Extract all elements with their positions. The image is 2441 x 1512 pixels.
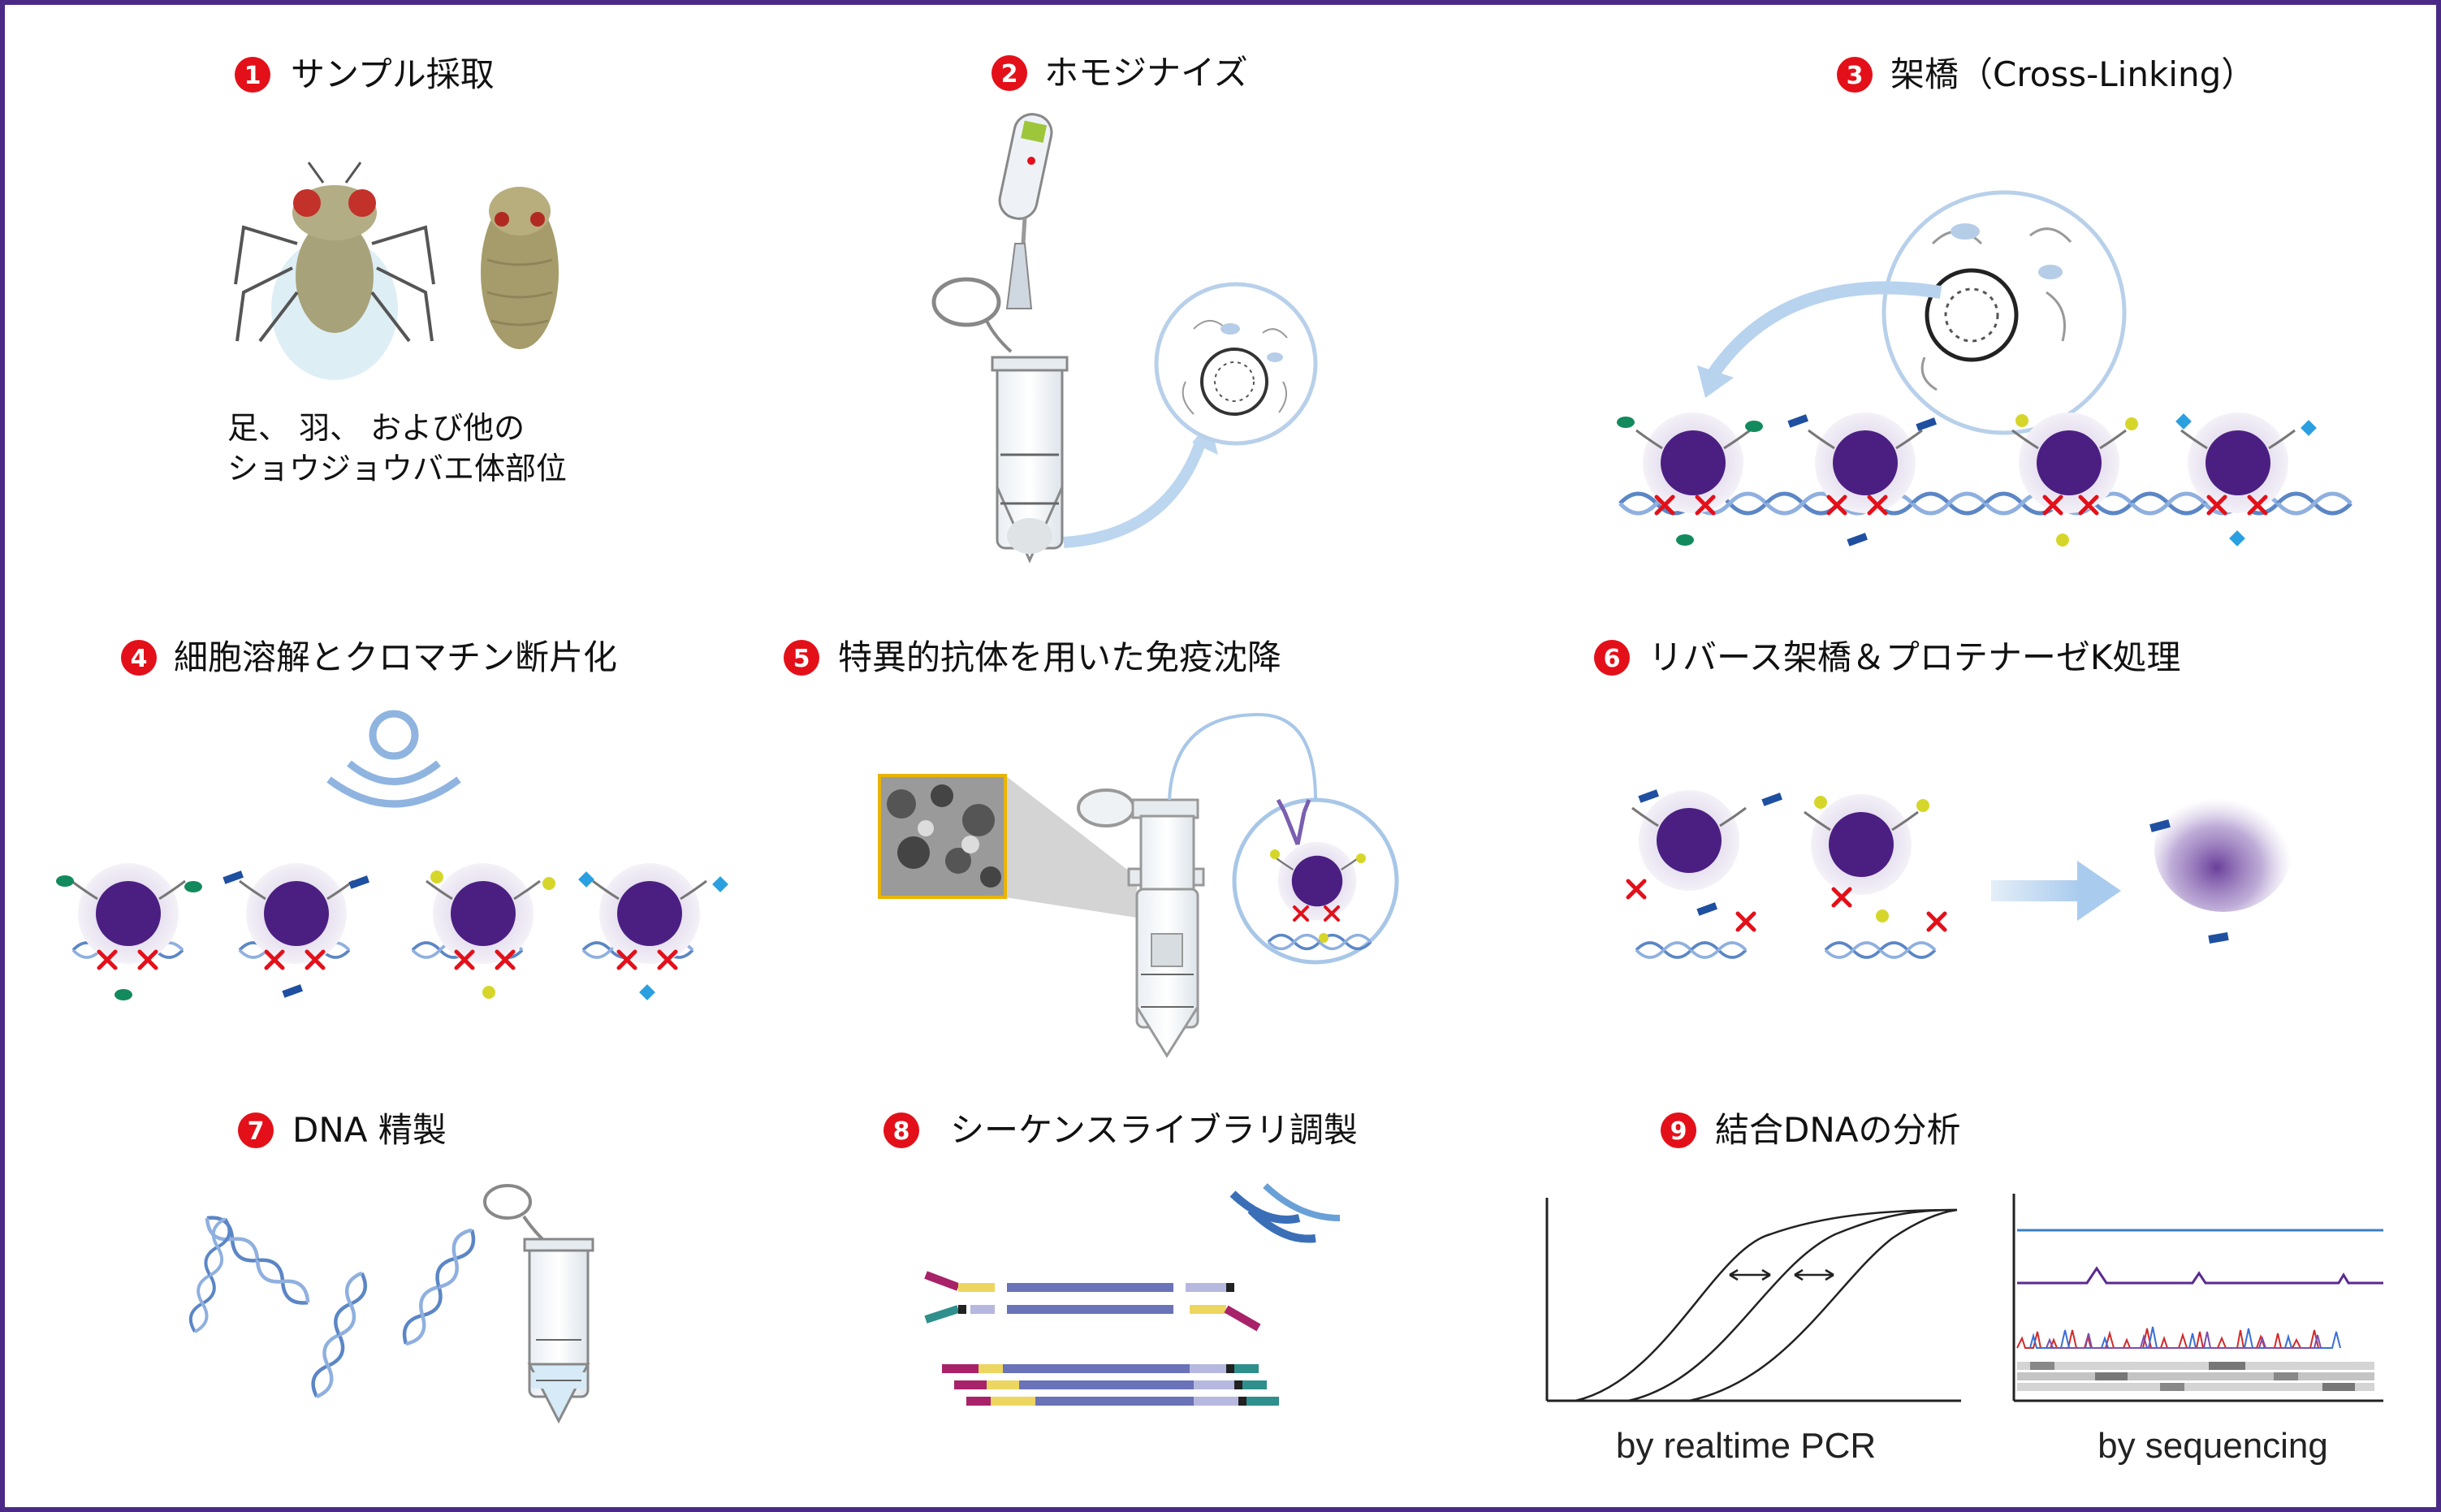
library-molecules <box>942 1364 1279 1406</box>
step-label: 架橋（Cross-Linking） <box>1890 54 2255 94</box>
step-number: 1 <box>244 62 261 90</box>
step-badge <box>1661 1112 1696 1148</box>
arrow-to-chromatin <box>1708 281 1942 378</box>
fragment-with-adapters-1 <box>924 1271 1234 1292</box>
step-label: DNA 精製 <box>292 1110 447 1150</box>
realtime-pcr-plot <box>1545 1198 1961 1402</box>
fragment-with-adapters-2 <box>924 1305 1261 1332</box>
step-badge <box>992 55 1027 91</box>
step-badge <box>1594 640 1630 676</box>
antibody-zoom-circle <box>1232 797 1399 965</box>
step-number: 2 <box>1001 60 1018 89</box>
step-badge <box>238 1112 274 1148</box>
cell-zoom-circle-large <box>1882 190 2127 435</box>
step-label: シーケンスライブラリ調製 <box>950 1110 1358 1150</box>
step-label: 細胞溶解とクロマチン断片化 <box>174 637 617 677</box>
microtube-image <box>931 277 1069 564</box>
step-7-title: 7 DNA 精製 <box>238 1110 447 1150</box>
adapter-ligation-image <box>924 1183 1341 1406</box>
homogenizer-pestle-image <box>998 113 1053 309</box>
purified-dna-strands <box>188 1212 480 1400</box>
sequence-read-bars <box>2017 1362 2374 1391</box>
step-label: 特異的抗体を用いた免疫沈降 <box>838 637 1281 677</box>
step-4-title: 4 細胞溶解とクロマチン断片化 <box>121 637 617 677</box>
digested-protein-smear <box>2149 785 2292 944</box>
seq-caption: by sequencing <box>2098 1426 2328 1466</box>
step-number: 5 <box>793 645 810 673</box>
pcr-curve-1 <box>1575 1208 1958 1402</box>
sequencing-tracks <box>2012 1194 2383 1402</box>
step-label: 結合DNAの分析 <box>1715 1110 1961 1150</box>
step-9-title: 9 結合DNAの分析 <box>1661 1110 1961 1150</box>
pcr-curve-2 <box>1627 1208 1958 1402</box>
chromatogram-purple <box>2046 1331 2322 1349</box>
pcr-curve-3 <box>1688 1208 1958 1402</box>
cell-zoom-circle <box>1154 282 1318 446</box>
step-6-title: 6 リバース架橋＆プロテナーゼK処理 <box>1594 637 2180 677</box>
step-1-title: 1 サンプル採取 <box>235 54 495 94</box>
reverse-crosslink-left <box>1628 788 1782 959</box>
step-8-title: 8 シーケンスライブラリ調製 <box>884 1110 1358 1150</box>
step-label: サンプル採取 <box>291 54 495 94</box>
sample-caption-line-1: 足、 羽、 および他の <box>227 410 525 446</box>
crosslinked-chromatin <box>1617 411 2351 546</box>
ip-tube-image <box>1077 788 1205 1058</box>
shift-arrow-1 <box>1729 1268 1771 1281</box>
step-badge <box>884 1112 919 1148</box>
arrow-to-cell-zoom <box>1063 436 1208 548</box>
step-badge <box>235 57 270 93</box>
sample-caption-line-2: ショウジョウバエ体部位 <box>227 451 567 486</box>
reverse-crosslink-right <box>1803 793 1945 959</box>
step-number: 4 <box>131 645 148 673</box>
step-number: 9 <box>1670 1117 1687 1146</box>
step-number: 3 <box>1847 62 1864 90</box>
step-badge <box>784 640 819 676</box>
step-badge <box>121 640 157 676</box>
bead-micrograph-image <box>878 774 1137 918</box>
fragmented-chromatin <box>56 862 728 1000</box>
step-label: ホモジナイズ <box>1044 53 1248 93</box>
step-3-title: 3 架橋（Cross-Linking） <box>1837 54 2255 94</box>
step-number: 8 <box>893 1117 910 1146</box>
seq-track-chip <box>2017 1266 2383 1285</box>
sonication-waves-icon <box>326 710 461 808</box>
digestion-arrow <box>1991 861 2121 921</box>
fruit-fly-adult-image <box>234 162 435 380</box>
shift-arrow-2 <box>1794 1268 1834 1281</box>
dna-tube-image <box>483 1184 594 1424</box>
zoom-connector-line <box>1168 712 1317 801</box>
step-number: 7 <box>248 1117 265 1146</box>
step-label: リバース架橋＆プロテナーゼK処理 <box>1648 637 2180 677</box>
step-number: 6 <box>1604 645 1621 673</box>
fruit-fly-pupa-image <box>481 187 559 349</box>
step-5-title: 5 特異的抗体を用いた免疫沈降 <box>784 637 1281 677</box>
step-badge <box>1837 57 1873 93</box>
pcr-caption: by realtime PCR <box>1616 1426 1876 1466</box>
step-2-title: 2 ホモジナイズ <box>992 53 1248 93</box>
